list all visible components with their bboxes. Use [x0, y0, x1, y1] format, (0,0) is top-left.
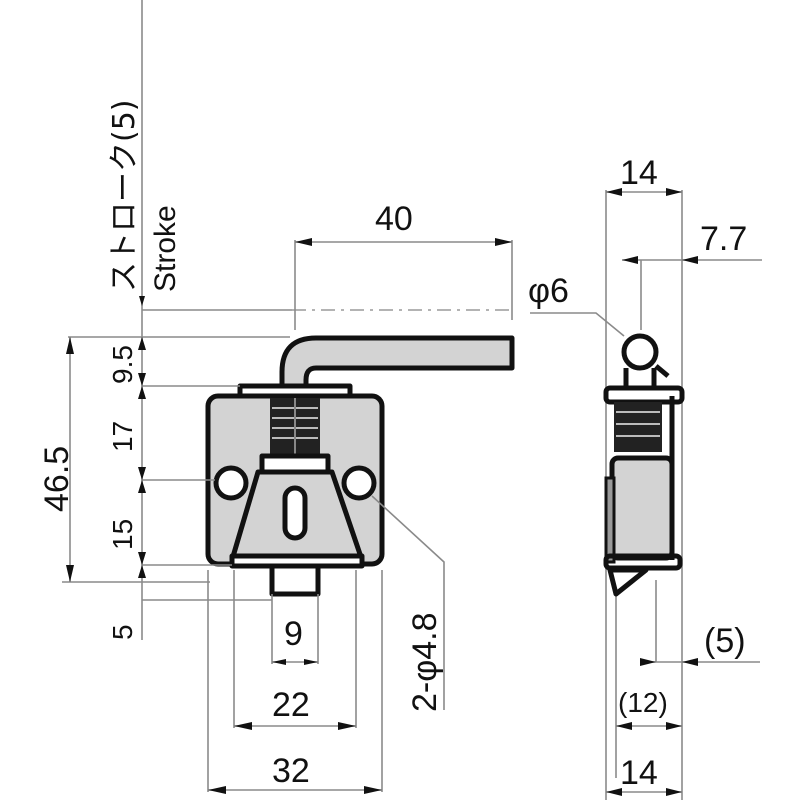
arrow-icon [138, 386, 146, 399]
arrow-icon [666, 788, 682, 796]
stroke-label: ストローク(5) Stroke [107, 100, 182, 293]
arrow-icon [138, 467, 146, 480]
front-view [205, 335, 515, 597]
arrow-icon [66, 337, 74, 354]
arrow-icon [682, 256, 698, 264]
handle [279, 335, 515, 389]
arrow-icon [138, 552, 146, 565]
arrow-icon [640, 658, 656, 666]
leader-line [371, 495, 445, 710]
arrow-icon [666, 188, 682, 196]
stroke-arrow-icon [139, 296, 145, 306]
arrow-icon [338, 722, 356, 730]
dim-15-label: 15 [107, 519, 138, 550]
dim-9-5-label: 9.5 [107, 345, 138, 384]
arrow-icon [272, 659, 286, 665]
side-view: 14 7.7 φ6 (5) (12) [528, 154, 762, 800]
plunger [269, 563, 321, 597]
pin [621, 333, 659, 371]
side-spring [614, 402, 662, 452]
side-slider [609, 455, 675, 561]
arrow-icon [616, 722, 632, 730]
side-dim-14-bottom-label: 14 [620, 754, 658, 792]
arrow-icon [138, 480, 146, 493]
dim-46-5-label: 46.5 [38, 446, 76, 512]
spring [270, 398, 320, 454]
side-dim-phi6-label: φ6 [528, 272, 569, 310]
side-dim-12-label: (12) [618, 687, 668, 718]
arrow-icon [138, 373, 146, 386]
dim-overall-height: 46.5 [38, 337, 210, 583]
stroke-label-japanese: ストローク(5) [107, 100, 142, 293]
pin-tab [654, 364, 670, 378]
dim-17-label: 17 [107, 421, 138, 452]
dim-vertical-chain: 9.5 17 15 5 [107, 337, 272, 640]
arrow-icon [666, 722, 682, 730]
arrow-icon [295, 238, 312, 246]
hole-callout: 2-φ4.8 [371, 495, 445, 712]
side-dim-7-7-label: 7.7 [700, 220, 747, 258]
dim-22-label: 22 [272, 686, 310, 724]
arrow-icon [234, 722, 252, 730]
arrow-icon [138, 337, 146, 350]
arrow-icon [622, 256, 638, 264]
dim-9-label: 9 [284, 615, 303, 653]
hole-callout-label: 2-φ4.8 [406, 612, 444, 712]
slot [282, 485, 308, 541]
arrow-icon [138, 565, 146, 578]
arrow-icon [66, 565, 74, 582]
arrow-icon [208, 786, 226, 794]
stroke-label-english: Stroke [149, 205, 182, 292]
dim-32-label: 32 [272, 752, 310, 790]
side-dim-14-top-label: 14 [620, 154, 658, 192]
dim-5-label: 5 [107, 624, 138, 640]
side-plate [604, 476, 616, 564]
leader-line [530, 312, 625, 337]
side-base [603, 553, 683, 571]
dim-handle-length: 40 [294, 200, 513, 330]
arrow-icon [495, 238, 512, 246]
arrow-icon [606, 788, 622, 796]
dim-40-label: 40 [375, 200, 413, 238]
side-latch-tip [607, 567, 649, 597]
side-dim-5-label: (5) [704, 622, 746, 660]
arrow-icon [682, 658, 698, 666]
dim-bottom: 9 22 32 [207, 570, 383, 794]
mount-hole-left [213, 465, 249, 501]
arrow-icon [364, 786, 382, 794]
arrow-icon [304, 659, 318, 665]
mount-hole-right [341, 465, 377, 501]
arrow-icon [606, 188, 622, 196]
